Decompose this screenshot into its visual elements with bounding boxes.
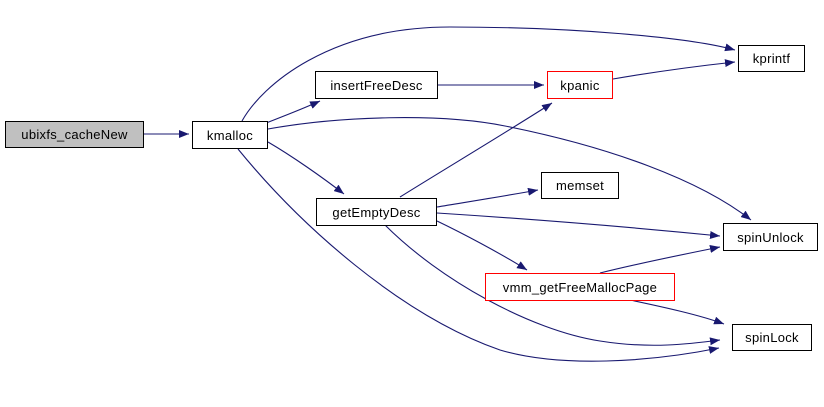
edge-kmalloc-spinLock: [237, 148, 720, 362]
edge-getEmptyDesc-memset: [436, 187, 539, 208]
node-label: memset: [555, 178, 605, 193]
edge-getEmptyDesc-kpanic: [399, 102, 553, 198]
node-kprintf[interactable]: kprintf: [738, 45, 805, 72]
node-label: getEmptyDesc: [332, 204, 421, 220]
node-kmalloc[interactable]: kmalloc: [192, 121, 268, 149]
edge-getEmptyDesc-vmm_getFreeMallocPage: [436, 220, 528, 271]
edge-kmalloc-spinUnlock: [267, 117, 752, 221]
edge-vmm_getFreeMallocPage-spinLock: [629, 299, 725, 325]
edge-kmalloc-insertFreeDesc: [265, 100, 321, 124]
node-memset[interactable]: memset: [541, 172, 619, 199]
edge-getEmptyDesc-spinUnlock: [436, 212, 721, 239]
edge-kpanic-kprintf: [612, 59, 736, 80]
edge-getEmptyDesc-spinLock: [384, 224, 721, 346]
node-label: kpanic: [560, 77, 600, 93]
node-spinlock[interactable]: spinLock: [732, 324, 812, 351]
node-insertfreedesc[interactable]: insertFreeDesc: [315, 71, 438, 99]
node-getemptydesc[interactable]: getEmptyDesc: [316, 198, 437, 226]
edge-kmalloc-getEmptyDesc: [267, 141, 345, 195]
node-label: ubixfs_cacheNew: [21, 127, 128, 142]
node-label: spinLock: [745, 330, 799, 345]
edge-kmalloc-kprintf: [241, 26, 736, 122]
node-spinunlock[interactable]: spinUnlock: [723, 223, 818, 251]
node-label: vmm_getFreeMallocPage: [502, 279, 658, 295]
node-ubixfs-cachenew: ubixfs_cacheNew: [5, 121, 144, 148]
edge-vmm_getFreeMallocPage-spinUnlock: [599, 245, 721, 274]
node-label: insertFreeDesc: [330, 77, 423, 93]
node-label: spinUnlock: [737, 229, 804, 245]
node-kpanic[interactable]: kpanic: [547, 71, 613, 99]
node-label: kmalloc: [206, 127, 254, 143]
node-label: kprintf: [752, 51, 791, 66]
node-vmm-getfreemallocpage[interactable]: vmm_getFreeMallocPage: [485, 273, 675, 301]
